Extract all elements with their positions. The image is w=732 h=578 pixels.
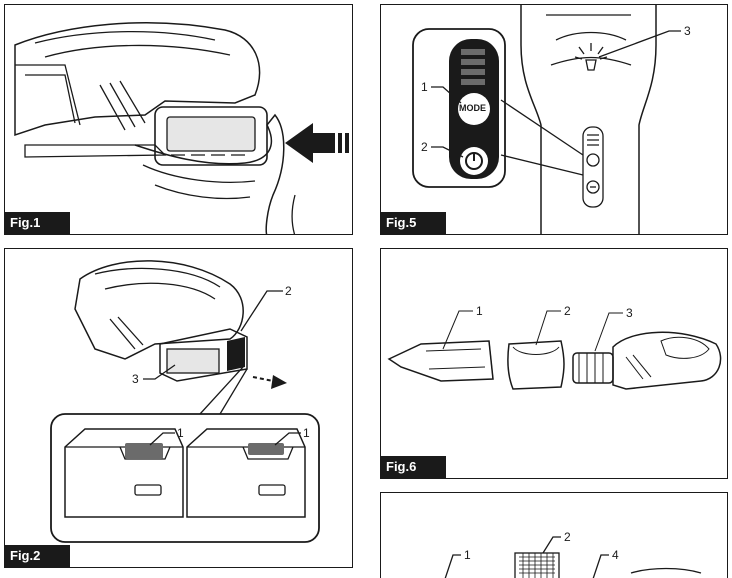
figure-5-callout-1: 1 bbox=[421, 80, 428, 94]
figure-2-callout-3: 3 bbox=[132, 372, 139, 386]
figure-6-callout-1: 1 bbox=[476, 304, 483, 318]
mode-button-label: MODE bbox=[459, 103, 486, 113]
filter-parts-illustration bbox=[444, 536, 702, 578]
figure-6-label: Fig.6 bbox=[381, 456, 447, 478]
figure-5-callout-3: 3 bbox=[684, 24, 691, 38]
disassembly-illustration bbox=[387, 310, 722, 390]
figure-6-callout-2: 2 bbox=[564, 304, 571, 318]
figure-2-label: Fig.2 bbox=[5, 545, 71, 567]
figure-7-callout-4: 4 bbox=[612, 548, 619, 562]
figure-2-callout-2: 2 bbox=[285, 284, 292, 298]
figure-2-panel: 2 3 1 1 Fig.2 bbox=[4, 248, 353, 568]
figure-2-callout-1-right: 1 bbox=[303, 426, 310, 440]
figure-5-label: Fig.5 bbox=[381, 212, 447, 234]
figure-7-panel: 1 2 4 bbox=[380, 492, 728, 578]
figure-5-panel: MODE 1 2 3 Fig.5 bbox=[380, 4, 728, 235]
figure-5-callout-2: 2 bbox=[421, 140, 428, 154]
control-panel-illustration bbox=[412, 5, 681, 234]
figure-6-panel: 1 2 3 Fig.6 bbox=[380, 248, 728, 479]
figure-6-callout-3: 3 bbox=[626, 306, 633, 320]
figure-1-label: Fig.1 bbox=[5, 212, 71, 234]
figure-2-callout-1-left: 1 bbox=[177, 426, 184, 440]
figure-7-callout-2: 2 bbox=[564, 530, 571, 544]
battery-removal-illustration bbox=[50, 260, 320, 543]
figure-1-panel: Fig.1 bbox=[4, 4, 353, 235]
figure-7-callout-1: 1 bbox=[464, 548, 471, 562]
battery-insert-illustration bbox=[14, 22, 349, 234]
